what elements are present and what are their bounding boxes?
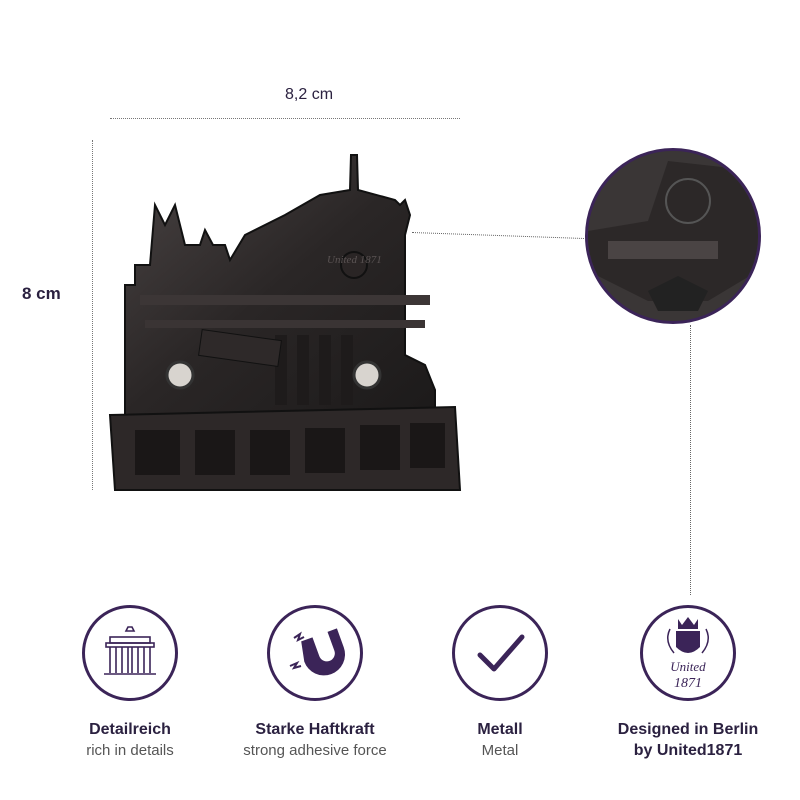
feature-circle — [267, 605, 363, 701]
feature-title: Designed in Berlin — [617, 721, 759, 738]
feature-magnet: Starke Haftkraft strong adhesive force — [225, 605, 405, 759]
checkmark-icon — [477, 634, 525, 672]
feature-metal: Metall Metal — [410, 605, 590, 759]
height-guide-line — [92, 140, 93, 490]
crest-text-year: 1871 — [674, 676, 702, 691]
united1871-crest-icon: United 1871 — [667, 617, 709, 691]
feature-circle — [452, 605, 548, 701]
berlin-magnet-image: United 1871 — [108, 154, 462, 491]
feature-detail: Detailreich rich in details — [40, 605, 220, 759]
width-guide-line — [110, 118, 460, 119]
height-label: 8 cm — [22, 284, 61, 303]
feature-designed: United 1871 Designed in Berlin by United… — [598, 605, 778, 760]
feature-title: Detailreich — [89, 721, 171, 738]
feature-subtitle: by United1871 — [633, 742, 743, 759]
crest-leader-line — [690, 325, 691, 595]
detail-zoom-circle — [585, 148, 761, 324]
feature-circle — [82, 605, 178, 701]
feature-subtitle: Metal — [481, 742, 519, 759]
magnet-icon — [289, 628, 346, 676]
width-label: 8,2 cm — [285, 86, 334, 103]
feature-subtitle: strong adhesive force — [243, 742, 387, 759]
feature-title: Starke Haftkraft — [255, 721, 375, 738]
feature-circle: United 1871 — [640, 605, 736, 701]
feature-title: Metall — [477, 721, 523, 738]
feature-subtitle: rich in details — [86, 742, 174, 759]
crest-text-united: United — [670, 659, 706, 674]
brandenburg-gate-icon — [104, 626, 156, 675]
emboss-text: United 1871 — [327, 254, 382, 266]
